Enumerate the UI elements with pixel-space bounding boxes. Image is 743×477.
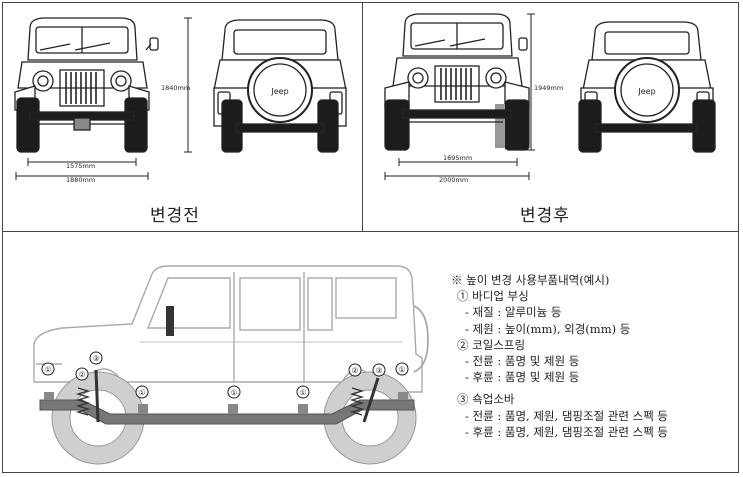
before-height-label: 1840mm: [161, 84, 190, 92]
before-rear-view: [213, 19, 347, 153]
marker-2: ②: [352, 366, 359, 375]
marker-1: ①: [139, 388, 146, 397]
notes-item: - 재질 : 알루미늄 등: [465, 305, 562, 320]
after-drawing: Jeep 1949mm 1695mm 2000mm: [384, 13, 716, 184]
marker-3: ③: [93, 354, 100, 363]
before-width-label: 1880mm: [66, 176, 95, 184]
panel-divider-horizontal: [2, 231, 739, 232]
before-track-label: 1575mm: [66, 162, 95, 170]
outer-frame: [2, 2, 739, 473]
after-track-label: 1695mm: [443, 154, 472, 162]
notes-item: - 전륜 : 품명, 제원, 댐핑조절 관련 스펙 등: [465, 408, 669, 423]
notes-section-heading: ② 코일스프링: [457, 337, 526, 352]
marker-2: ②: [79, 370, 86, 379]
panel-divider-vertical: [362, 2, 363, 231]
jeep-text-after: Jeep: [637, 87, 655, 96]
marker-1: ①: [231, 388, 238, 397]
notes-section-heading: ① 바디업 부싱: [457, 289, 529, 304]
notes-item: - 후륜 : 품명, 제원, 댐핑조절 관련 스펙 등: [465, 424, 669, 439]
notes-section-heading: ③ 쇽업소바: [457, 392, 515, 407]
after-width-label: 2000mm: [439, 176, 468, 184]
marker-1: ①: [399, 365, 406, 374]
marker-1: ①: [300, 388, 307, 397]
marker-3: ③: [376, 366, 383, 375]
parts-notes: ※ 높이 변경 사용부품내역(예시) ① 바디업 부싱 - 재질 : 알루미늄 …: [451, 272, 668, 440]
notes-title: ※ 높이 변경 사용부품내역(예시): [451, 273, 610, 287]
before-drawing: Jeep 1840mm 1575mm 1880mm: [14, 17, 347, 184]
after-caption: 변경후: [520, 206, 570, 226]
jeep-text-before: Jeep: [270, 87, 288, 96]
before-front-view: [14, 17, 192, 180]
before-caption: 변경전: [150, 206, 200, 226]
side-view-drawing: ① ② ③ ① ① ① ② ③ ①: [33, 265, 429, 465]
notes-item: - 제원 : 높이(mm), 외경(mm) 등: [465, 321, 631, 336]
after-height-label: 1949mm: [534, 84, 563, 92]
after-front-view: [384, 13, 535, 180]
notes-item: - 전륜 : 품명 및 제원 등: [465, 354, 580, 369]
marker-1: ①: [45, 365, 52, 374]
after-rear-view: [578, 21, 716, 153]
notes-item: - 후륜 : 품명 및 제원 등: [465, 370, 580, 385]
